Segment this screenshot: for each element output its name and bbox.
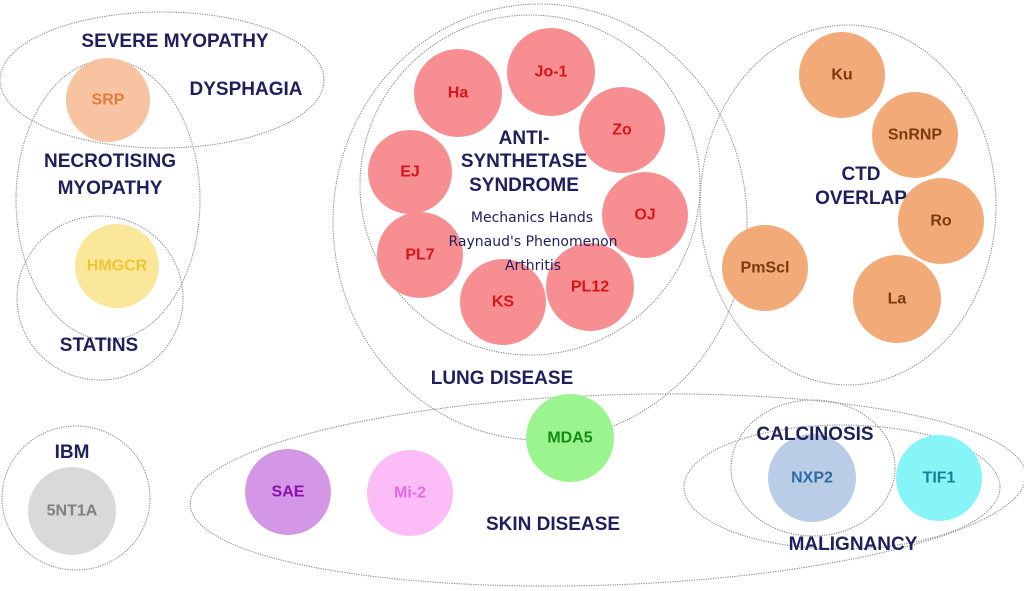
antibody-ej: EJ	[368, 130, 452, 214]
ctd-overlap-label-line1: CTD	[841, 164, 880, 185]
antisynthetase-label-line1: ANTI-	[499, 128, 550, 149]
group-outlines	[0, 3, 1024, 587]
antibody-label-jo-1: Jo-1	[535, 64, 568, 81]
severe-myopathy-label: SEVERE MYOPATHY	[81, 31, 269, 52]
antibody-nxp2: NXP2	[768, 434, 856, 522]
calcinosis-label: CALCINOSIS	[756, 424, 873, 445]
antibody-circle-hmgcr	[75, 224, 159, 308]
antibody-label-mda5: MDA5	[547, 430, 592, 447]
antibody-snrnp: SnRNP	[872, 92, 958, 178]
antibody-mi-2: Mi-2	[367, 450, 453, 536]
antisynthetase-label-line3: SYNDROME	[469, 175, 579, 196]
statins-label: STATINS	[60, 335, 138, 356]
antibody-jo-1: Jo-1	[507, 28, 595, 116]
necrotising-label-line1: NECROTISING	[44, 151, 176, 172]
antibody-label-la: La	[888, 291, 907, 308]
antibody-ha: Ha	[414, 49, 502, 137]
antibody-la: La	[853, 255, 941, 343]
antisynthetase-label-line2: SYNTHETASE	[461, 151, 587, 172]
antibody-tif1: TIF1	[896, 435, 982, 521]
antibody-circle-pl7	[377, 212, 463, 298]
antibody-label-tif1: TIF1	[923, 470, 956, 487]
antibody-circle-mi-2	[367, 450, 453, 536]
antibody-label-mi-2: Mi-2	[394, 485, 426, 502]
antibody-ku: Ku	[799, 32, 885, 118]
ctd-overlap-label-line2: OVERLAP	[815, 188, 907, 209]
ibm-label: IBM	[55, 442, 90, 463]
antibody-label-sae: SAE	[272, 484, 305, 501]
antibody-circle-zo	[579, 87, 665, 173]
antibody-ks: KS	[460, 259, 546, 345]
antibody-circle-mda5	[526, 394, 614, 482]
antibody-circle-pmscl	[722, 225, 808, 311]
antibody-circle-ro	[898, 178, 984, 264]
lung-disease-label: LUNG DISEASE	[431, 368, 574, 389]
feature-raynauds: Raynaud's Phenomenon	[448, 234, 617, 250]
antibody-circle-ku	[799, 32, 885, 118]
antibody-circle-jo-1	[507, 28, 595, 116]
antibody-label-ro: Ro	[930, 213, 952, 230]
antibody-circle-snrnp	[872, 92, 958, 178]
antibody-label-ku: Ku	[831, 67, 852, 84]
statins-outline	[16, 215, 184, 381]
antibody-label-hmgcr: HMGCR	[87, 258, 148, 275]
antibody-sae: SAE	[245, 449, 331, 535]
malignancy-label: MALIGNANCY	[789, 534, 918, 555]
antibody-circle-tif1	[896, 435, 982, 521]
antibody-mda5: MDA5	[526, 394, 614, 482]
feature-mechanics-hands: Mechanics Hands	[471, 210, 593, 226]
antibody-label-srp: SRP	[92, 92, 125, 109]
ctd-overlap-outline	[699, 24, 997, 386]
feature-arthritis: Arthritis	[505, 258, 561, 274]
antibody-label-ks: KS	[492, 294, 515, 311]
antibody-label-oj: OJ	[634, 207, 655, 224]
dysphagia-label: DYSPHAGIA	[190, 79, 303, 100]
antibody-circle-ha	[414, 49, 502, 137]
antibody-ro: Ro	[898, 178, 984, 264]
antibody-circle-srp	[66, 58, 150, 142]
antibody-label-snrnp: SnRNP	[888, 127, 943, 144]
ibm-outline	[1, 425, 151, 571]
antibody-circle-ks	[460, 259, 546, 345]
antibody-circle-ej	[368, 130, 452, 214]
antibody-oj: OJ	[602, 172, 688, 258]
antibody-label-pl12: PL12	[571, 279, 609, 296]
antibody-label-zo: Zo	[612, 122, 632, 139]
antibody-label-nxp2: NXP2	[791, 470, 833, 487]
antibody-pmscl: PmScl	[722, 225, 808, 311]
antibody-label-ej: EJ	[400, 164, 420, 181]
antibody-hmgcr: HMGCR	[75, 224, 159, 308]
antibody-pl12: PL12	[546, 243, 634, 331]
antibody-label-ha: Ha	[448, 85, 469, 102]
antibody-pl7: PL7	[377, 212, 463, 298]
antibody-circle-pl12	[546, 243, 634, 331]
antibody-label-5nt1a: 5NT1A	[47, 503, 98, 520]
antibody-label-pl7: PL7	[405, 247, 434, 264]
antibody-label-pmscl: PmScl	[741, 260, 790, 277]
antibody-5nt1a: 5NT1A	[28, 467, 116, 555]
antibody-zo: Zo	[579, 87, 665, 173]
antibody-srp: SRP	[66, 58, 150, 142]
malignancy-outline	[683, 424, 1001, 550]
antibody-circle-sae	[245, 449, 331, 535]
antibody-circle-5nt1a	[28, 467, 116, 555]
antibody-circle-oj	[602, 172, 688, 258]
antibody-circle-la	[853, 255, 941, 343]
skin-disease-label: SKIN DISEASE	[486, 514, 620, 535]
group-labels: SEVERE MYOPATHY DYSPHAGIA NECROTISING MY…	[44, 31, 918, 555]
necrotising-label-line2: MYOPATHY	[58, 178, 163, 199]
severe-myopathy-outline	[0, 11, 325, 149]
antibody-circle-nxp2	[768, 434, 856, 522]
antisynthetase-outline	[359, 14, 701, 356]
calcinosis-outline	[730, 399, 896, 537]
